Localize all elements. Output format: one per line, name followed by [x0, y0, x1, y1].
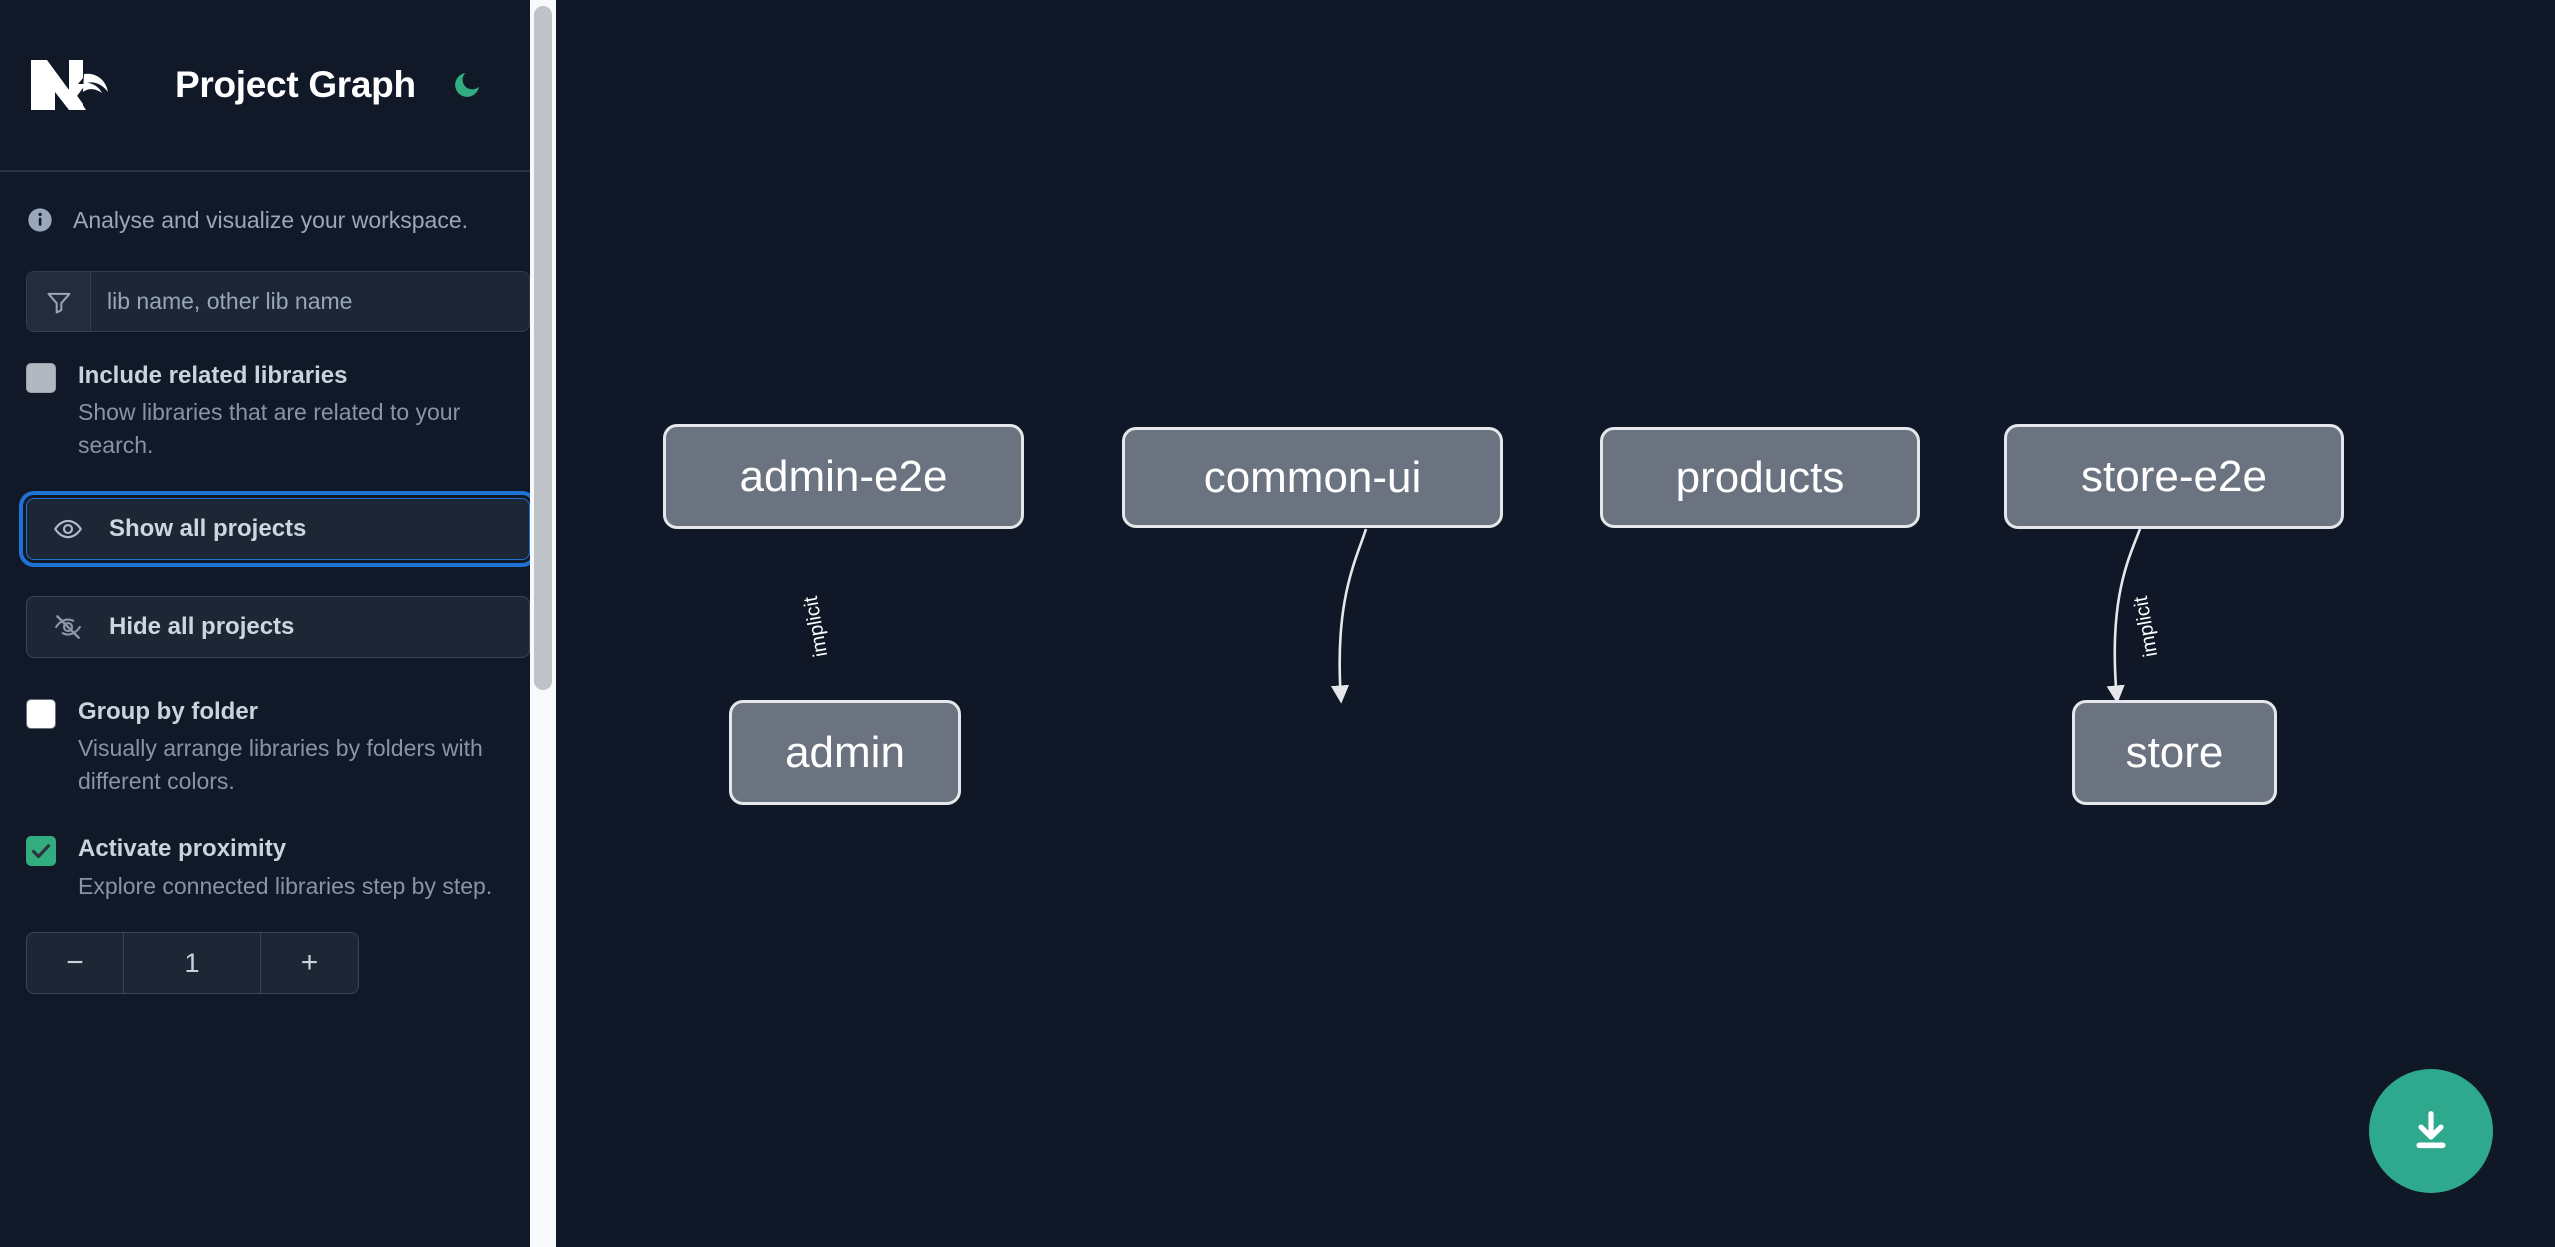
option-description: Show libraries that are related to your … [78, 399, 461, 459]
eye-icon [53, 512, 87, 546]
tagline-text: Analyse and visualize your workspace. [73, 206, 469, 233]
hide-all-projects-label: Hide all projects [109, 612, 295, 640]
filter-row [0, 271, 556, 332]
proximity-stepper: − 1 + [26, 932, 359, 995]
edge-label-implicit-admin: implicit [799, 594, 833, 659]
option-label: Activate proximity [78, 835, 287, 863]
stepper-value: 1 [124, 933, 261, 994]
funnel-icon[interactable] [27, 272, 91, 331]
graph-node-products[interactable]: products [1600, 427, 1920, 528]
sidebar-scrollbar-thumb[interactable] [534, 6, 552, 690]
graph-node-store[interactable]: store [2072, 700, 2277, 805]
option-description: Visually arrange libraries by folders wi… [78, 735, 483, 794]
moon-icon[interactable] [449, 67, 485, 103]
graph-node-admin[interactable]: admin [729, 700, 961, 805]
option-activate-proximity: Activate proximity Explore connected lib… [0, 833, 556, 902]
option-include-related-libraries: Include related libraries Show libraries… [0, 360, 556, 462]
edge-label-implicit-store: implicit [2129, 594, 2163, 659]
group-by-folder-checkbox[interactable] [26, 698, 56, 729]
graph-node-admin-e2e[interactable]: admin-e2e [663, 424, 1024, 529]
show-all-projects-label: Show all projects [109, 514, 307, 542]
page-title: Project Graph [175, 64, 416, 105]
proximity-stepper-wrap: − 1 + [0, 932, 556, 995]
option-label: Group by folder [78, 697, 258, 725]
nx-logo [27, 54, 117, 116]
stepper-decrement-button[interactable]: − [27, 933, 124, 994]
sidebar-scrollbar[interactable] [530, 0, 556, 1247]
activate-proximity-checkbox[interactable] [26, 836, 56, 867]
tagline: Analyse and visualize your workspace. [0, 172, 556, 268]
sidebar-header: Project Graph [0, 0, 556, 172]
option-label: Include related libraries [78, 362, 348, 389]
sidebar: Project Graph Analyse and visualize your… [0, 0, 556, 1247]
stepper-increment-button[interactable]: + [261, 933, 358, 993]
hide-all-projects-button[interactable]: Hide all projects [26, 595, 530, 658]
graph-node-store-e2e[interactable]: store-e2e [2004, 424, 2344, 529]
graph-canvas[interactable]: implicit implicit admin-e2e common-ui pr… [556, 0, 2555, 1247]
graph-node-common-ui[interactable]: common-ui [1122, 427, 1503, 528]
graph-edges [1330, 528, 2142, 704]
include-related-libraries-checkbox[interactable] [26, 363, 56, 393]
filter-box[interactable] [26, 271, 530, 332]
option-description: Explore connected libraries step by step… [78, 872, 493, 899]
eye-off-icon [53, 610, 87, 644]
option-group-by-folder: Group by folder Visually arrange librari… [0, 696, 556, 798]
visibility-buttons: Show all projects Hide all projects [0, 490, 556, 658]
show-all-projects-button[interactable]: Show all projects [19, 490, 537, 567]
download-button[interactable] [2369, 1069, 2493, 1193]
info-icon [26, 206, 54, 234]
search-input[interactable] [91, 272, 529, 331]
